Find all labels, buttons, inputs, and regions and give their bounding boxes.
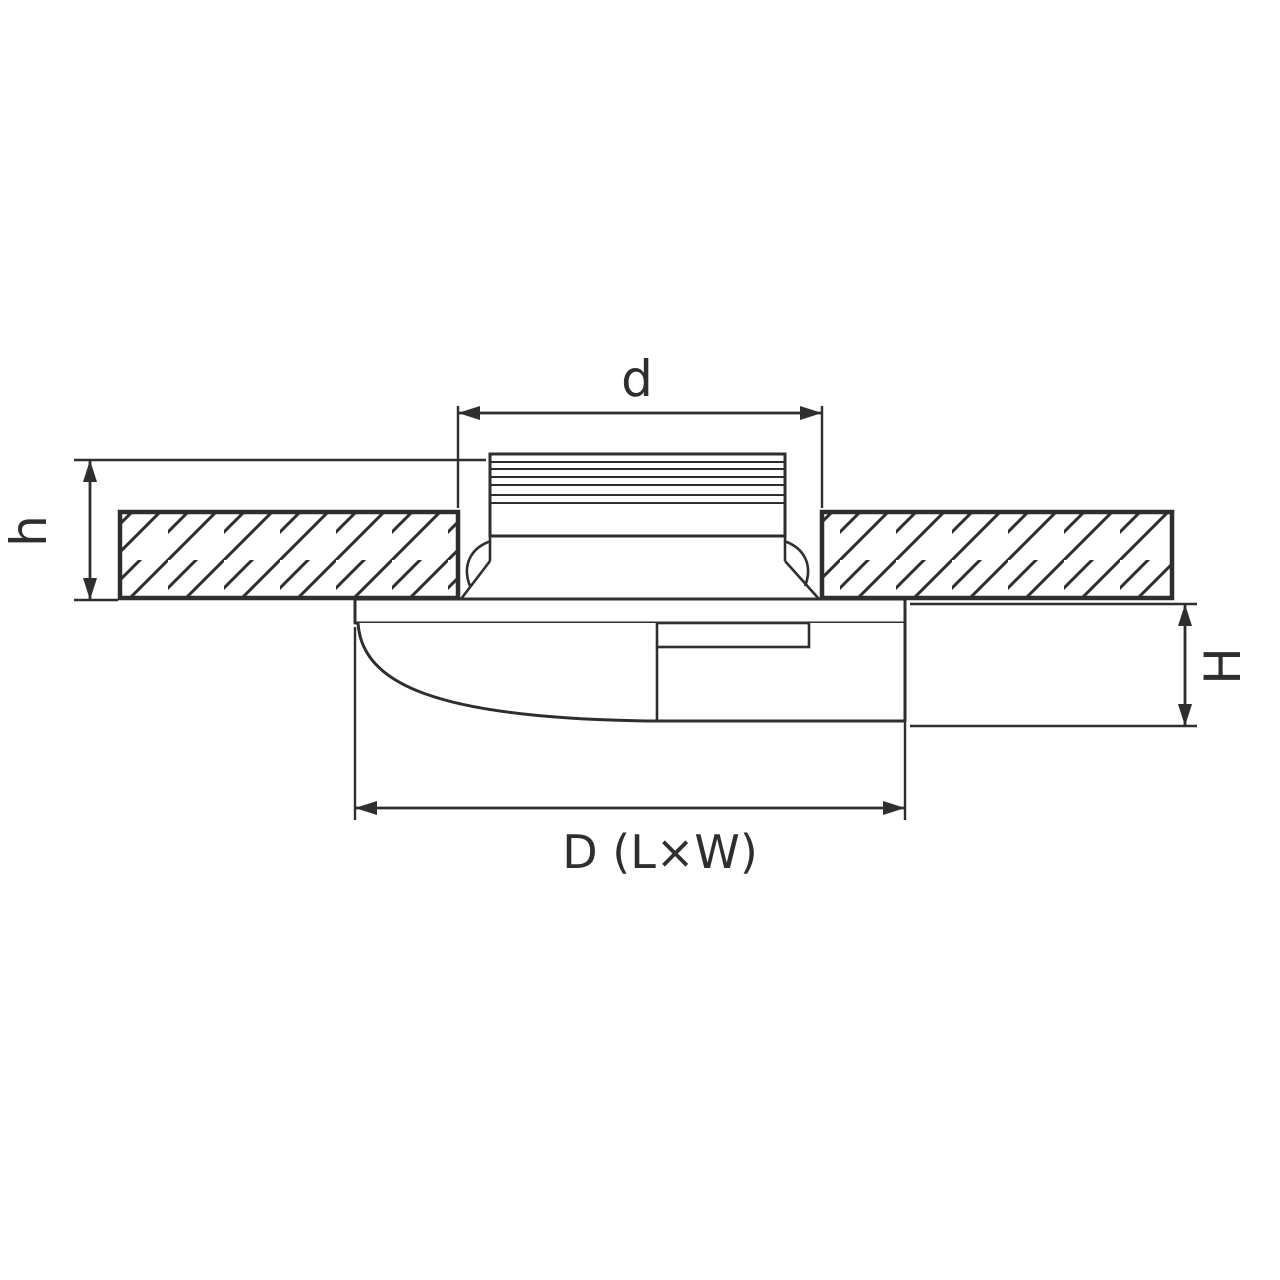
- trim-plate: [353, 597, 907, 625]
- lamp-heatsink: [459, 452, 820, 600]
- dim-label-H: H: [1194, 647, 1252, 685]
- lamp-dome-body: [356, 622, 907, 723]
- arrowhead-left: [458, 406, 480, 420]
- dim-label-h: h: [0, 515, 58, 547]
- lamp-step: [655, 621, 811, 649]
- ceiling-section: [117, 509, 1175, 601]
- dimension-H: H: [910, 602, 1252, 728]
- dimension-D: D (L×W): [353, 627, 907, 879]
- mounting-spring-left: [465, 539, 492, 587]
- dim-label-d: d: [621, 350, 653, 408]
- arrowhead-right: [800, 406, 822, 420]
- arrowhead-bottom: [1178, 704, 1192, 726]
- arrowhead-bottom: [83, 578, 97, 600]
- arrowhead-left: [355, 801, 377, 815]
- arrowhead-right: [883, 801, 905, 815]
- lamp-flare-left: [459, 560, 492, 600]
- lamp-flare-right: [784, 560, 820, 600]
- dimension-d: d: [456, 350, 824, 508]
- lamp-visible-part: [353, 597, 907, 723]
- dimension-h: h: [0, 458, 486, 602]
- arrowhead-top: [1178, 604, 1192, 626]
- mounting-spring-right: [783, 539, 810, 587]
- arrowhead-top: [83, 460, 97, 482]
- ceiling-left: [117, 509, 461, 601]
- ceiling-right: [819, 509, 1175, 601]
- dim-label-D: D (L×W): [562, 825, 758, 879]
